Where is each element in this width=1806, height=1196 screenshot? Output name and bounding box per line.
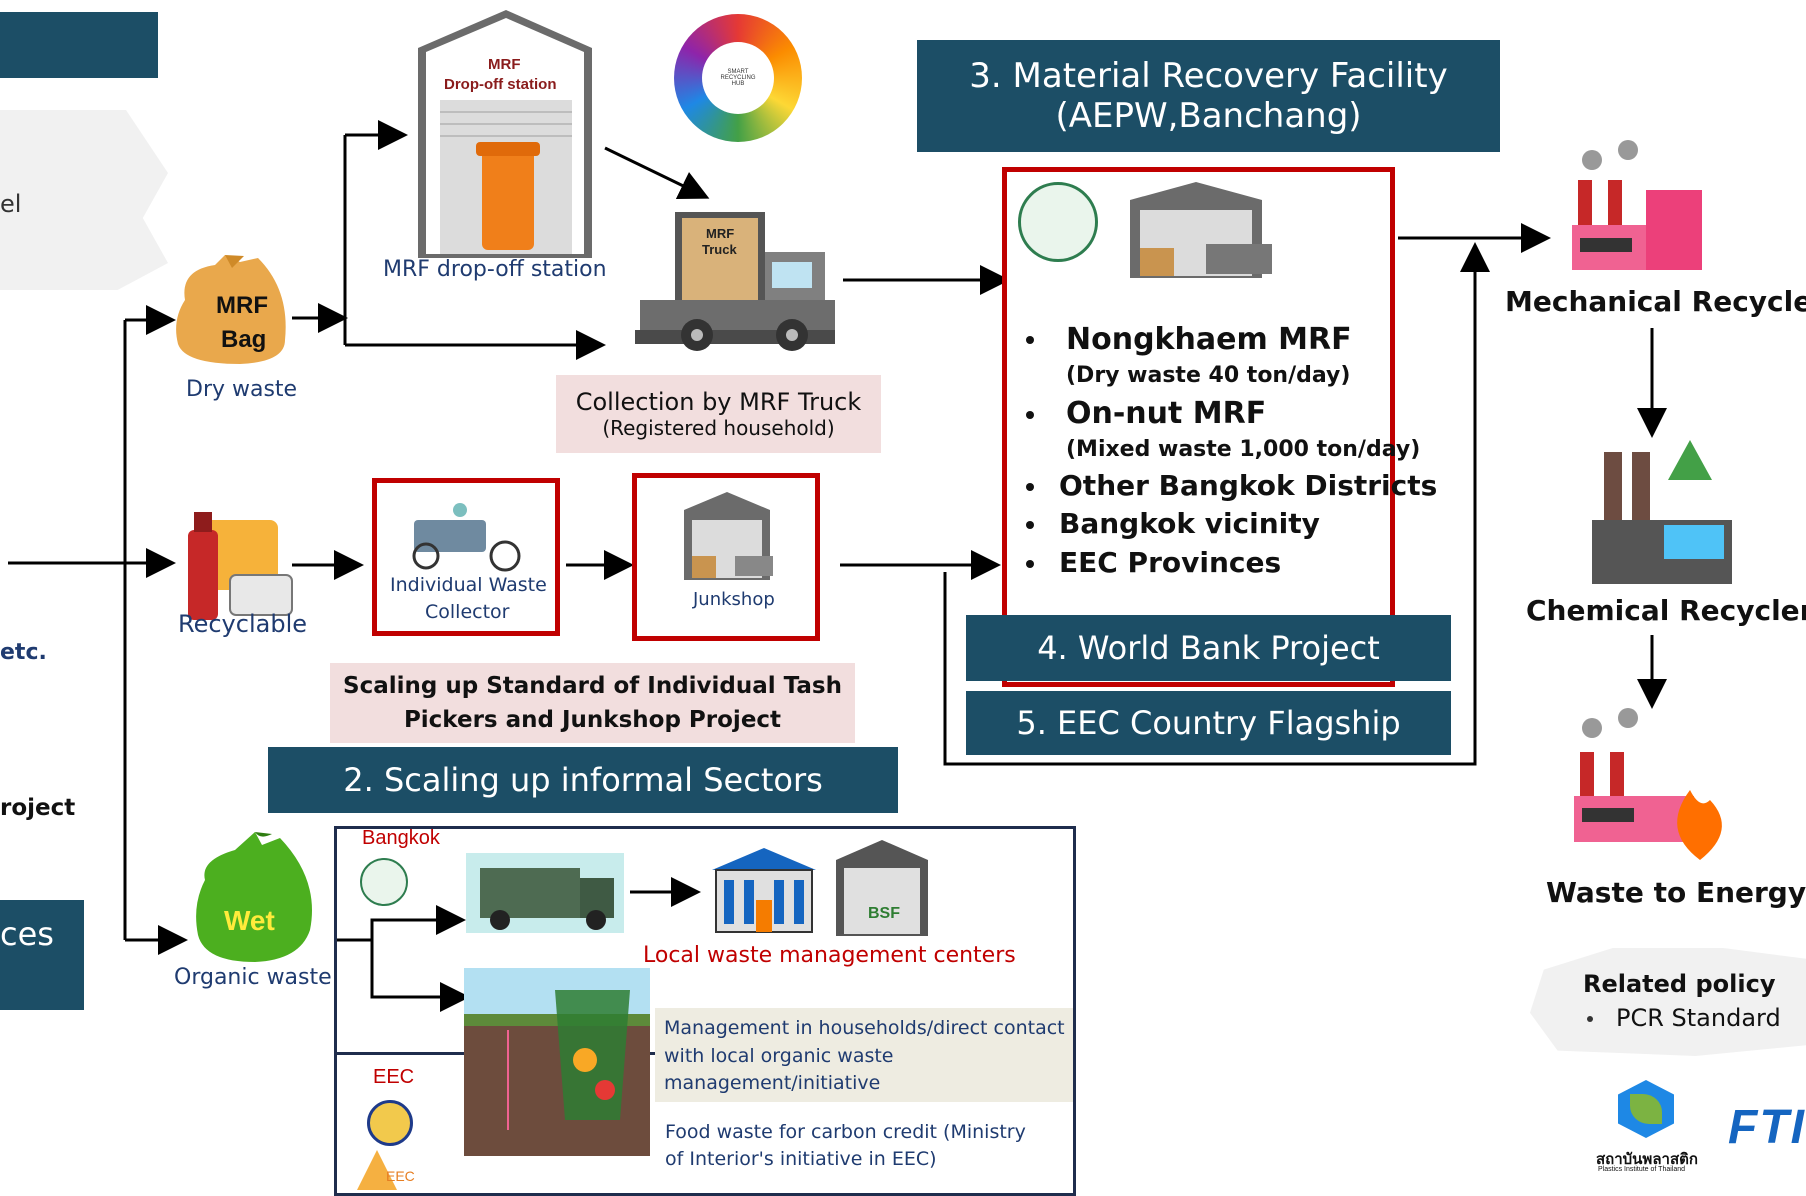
food-waste-line: Food waste for carbon credit (Ministry [665, 1121, 1026, 1143]
banner-mrf-line-2: (AEPW,Banchang) [1055, 96, 1362, 136]
scaling-box: Scaling up Standard of Individual Tash P… [330, 663, 855, 743]
mrf-bag-label-2: Bag [221, 326, 267, 353]
household-text-panel [655, 1008, 1073, 1102]
mrf-item-title: EEC Provinces [1059, 546, 1282, 579]
fti-logo: FTI [1728, 1101, 1806, 1154]
collection-line-1: Collection by MRF Truck [575, 388, 862, 416]
junkshop-caption: Junkshop [693, 589, 775, 610]
mrf-item-sub: (Mixed waste 1,000 ton/day) [1066, 437, 1421, 462]
banner-scaling-informal: 2. Scaling up informal Sectors [268, 747, 898, 813]
dry-waste-caption: Dry waste [186, 377, 298, 402]
food-waste-line: of Interior's initiative in EEC) [665, 1148, 937, 1170]
collection-box: Collection by MRF Truck (Registered hous… [556, 375, 881, 453]
plastics-institute-logo-leaf [1630, 1094, 1662, 1124]
mrf-item-title: Bangkok vicinity [1059, 507, 1320, 540]
banner-material-recovery: 3. Material Recovery Facility (AEPW,Banc… [917, 40, 1500, 152]
organic-management-box [334, 826, 1076, 1196]
waste-to-energy-label: Waste to Energy [1546, 876, 1806, 909]
mrf-item-title: Other Bangkok Districts [1059, 469, 1438, 502]
mrf-station-roof-text-1: MRF [488, 56, 521, 73]
collector-caption-2: Collector [425, 601, 510, 623]
mrf-station-roof-text-2: Drop-off station [444, 76, 557, 93]
mrf-bag-label-1: MRF [216, 292, 268, 319]
policy-cloud [1530, 948, 1806, 1056]
collector-caption-1: Individual Waste [390, 574, 547, 596]
left-text-el: el [0, 190, 22, 218]
interior-ministry-seal [367, 1100, 413, 1146]
left-cloud-shape [0, 110, 168, 290]
plastics-institute-name: สถาบันพลาสติก [1596, 1151, 1698, 1168]
banner-eec-flagship: 5. EEC Country Flagship [966, 691, 1451, 755]
household-text-line: Management in households/direct contact [664, 1017, 1065, 1039]
eec-logo-text: EEC [386, 1168, 415, 1184]
local-centers-caption: Local waste management centers [643, 943, 1016, 968]
plastics-institute-name-en: Plastics Institute of Thailand [1598, 1166, 1686, 1173]
recyclable-caption: Recyclable [178, 610, 307, 638]
collector-frame [372, 478, 560, 636]
banner-world-bank: 4. World Bank Project [966, 615, 1451, 681]
truck-label-1: MRF [706, 226, 735, 241]
scaling-line-1: Scaling up Standard of Individual Tash [343, 673, 842, 699]
mrf-station-caption: MRF drop-off station [383, 257, 607, 282]
organic-waste-caption: Organic waste [174, 965, 332, 990]
organic-bag-label: Wet [224, 905, 275, 936]
policy-title: Related policy [1583, 970, 1776, 998]
left-text-project: roject [0, 795, 76, 821]
eec-label: EEC [373, 1066, 415, 1088]
collection-line-2: (Registered household) [602, 416, 835, 440]
chemical-recycler-label: Chemical Recycler [1526, 594, 1806, 627]
truck-label-2: Truck [702, 242, 737, 257]
bsf-label: BSF [868, 905, 900, 922]
plastic-circularity-logo-inner: SMART RECYCLING HUB [702, 42, 774, 114]
left-bottom-banner-fragment [0, 900, 84, 1010]
left-top-banner-fragment [0, 12, 158, 78]
bangkok-small-seal [360, 858, 408, 906]
left-text-ces: ces [0, 915, 54, 953]
household-text-line: with local organic waste [664, 1045, 894, 1067]
bangkok-label: Bangkok [362, 827, 440, 849]
banner-mrf-line-1: 3. Material Recovery Facility [969, 56, 1448, 96]
mrf-item-title: Nongkhaem MRF [1066, 322, 1352, 357]
left-text-etc: etc. [0, 640, 47, 665]
policy-bullet [1587, 1016, 1593, 1022]
scaling-line-2: Pickers and Junkshop Project [403, 707, 782, 733]
mechanical-recycler-label: Mechanical Recycler [1505, 285, 1806, 318]
household-text-line: management/initiative [664, 1072, 881, 1094]
bangkok-seal-icon [1018, 182, 1098, 262]
policy-item: PCR Standard [1616, 1004, 1781, 1032]
mrf-item-title: On-nut MRF [1066, 396, 1267, 431]
logo-center-text: SMART RECYCLING HUB [720, 69, 756, 87]
mrf-item-sub: (Dry waste 40 ton/day) [1066, 363, 1351, 388]
